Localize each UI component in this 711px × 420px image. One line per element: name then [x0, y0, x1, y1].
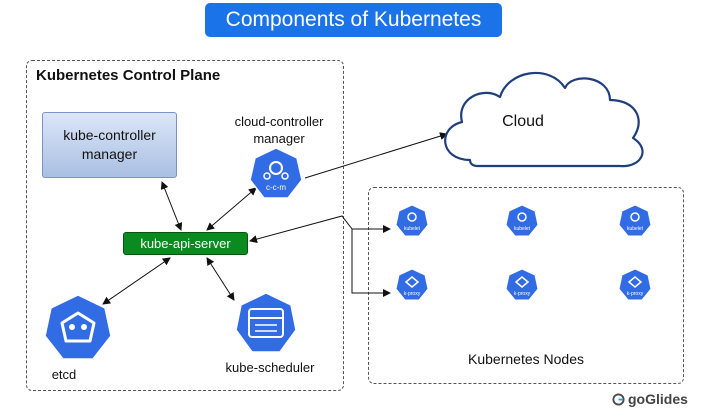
brand: goGlides [612, 391, 688, 407]
kubelet-icon-text: kubelet [404, 226, 421, 232]
control-plane-title: Kubernetes Control Plane [36, 67, 221, 84]
kubelet-icon-text: kubelet [514, 226, 531, 232]
kproxy-icon-text: k-proxy [627, 291, 644, 297]
kube-api-server-box: kube-api-server [123, 232, 248, 255]
kproxy-icon-text: k-proxy [404, 291, 421, 297]
nodes-title: Kubernetes Nodes [468, 351, 584, 367]
nodes-panel [368, 187, 684, 384]
cloud-shape [444, 71, 644, 168]
kproxy-icon: k-proxy [505, 268, 539, 301]
kubelet-icon-text: kubelet [627, 226, 644, 232]
scheduler-icon [235, 292, 297, 353]
kproxy-icon-text: k-proxy [514, 291, 531, 297]
etcd-label: etcd [51, 367, 77, 382]
kube-controller-manager-box: kube-controller manager [42, 112, 177, 178]
goglides-logo-icon [612, 392, 625, 406]
cloud-label: Cloud [502, 113, 544, 130]
kube-scheduler-label: kube-scheduler [225, 360, 315, 375]
brand-name: goGlides [628, 391, 688, 407]
ccm-icon-text: c-c-m [266, 183, 286, 192]
arrow-scheduler-api [206, 257, 235, 301]
kubelet-icon: kubelet [505, 204, 539, 237]
kproxy-icon: k-proxy [395, 268, 429, 301]
kubelet-icon: kubelet [395, 204, 429, 237]
etcd-icon [44, 294, 112, 360]
arrow-ccm-cloud [304, 132, 448, 179]
cloud-controller-manager-label: cloud-controller manager [234, 114, 324, 146]
kubelet-icon: kubelet [618, 204, 652, 237]
arrow-to-kproxy [351, 229, 391, 297]
arrow-etcd-api [102, 257, 171, 305]
arrow-kcm-api [160, 181, 183, 231]
arrow-api-nodes [249, 215, 353, 244]
page-title: Components of Kubernetes [205, 3, 502, 37]
arrow-ccm-api [206, 187, 257, 231]
kproxy-icon: k-proxy [618, 268, 652, 301]
control-plane-panel [26, 60, 344, 391]
kubernetes-heptagon-icon: c-c-m [249, 147, 303, 199]
